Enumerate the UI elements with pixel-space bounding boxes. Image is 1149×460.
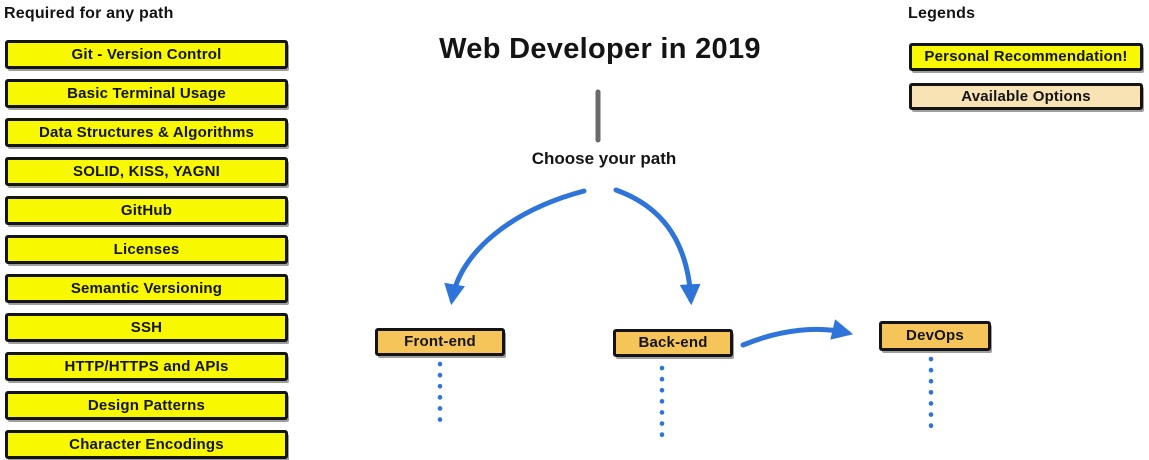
required-item-data-structures: Data Structures & Algorithms: [5, 118, 288, 147]
required-list: Git - Version Control Basic Terminal Usa…: [5, 40, 288, 460]
required-section-title: Required for any path: [4, 5, 174, 22]
legend-item-recommendation: Personal Recommendation!: [909, 43, 1143, 71]
required-item-semver: Semantic Versioning: [5, 274, 288, 303]
choose-your-path-label: Choose your path: [531, 149, 677, 168]
arrow-backend-to-devops: [740, 319, 854, 348]
required-item-licenses: Licenses: [5, 235, 288, 264]
required-item-http-apis: HTTP/HTTPS and APIs: [5, 352, 288, 381]
required-item-terminal: Basic Terminal Usage: [5, 79, 288, 108]
required-item-design-patterns: Design Patterns: [5, 391, 288, 420]
required-item-char-encodings: Character Encodings: [5, 430, 288, 459]
required-item-git: Git - Version Control: [5, 40, 288, 69]
path-node-frontend: Front-end: [375, 328, 505, 356]
required-item-github: GitHub: [5, 196, 288, 225]
path-node-devops: DevOps: [879, 321, 991, 351]
required-item-ssh: SSH: [5, 313, 288, 342]
legend-item-options: Available Options: [909, 83, 1143, 110]
arrow-to-frontend: [444, 188, 587, 306]
path-node-backend: Back-end: [613, 329, 733, 357]
required-item-solid-kiss-yagni: SOLID, KISS, YAGNI: [5, 157, 288, 186]
legends-title: Legends: [908, 5, 976, 22]
arrow-to-backend: [613, 187, 701, 306]
page-title: Web Developer in 2019: [439, 33, 761, 65]
